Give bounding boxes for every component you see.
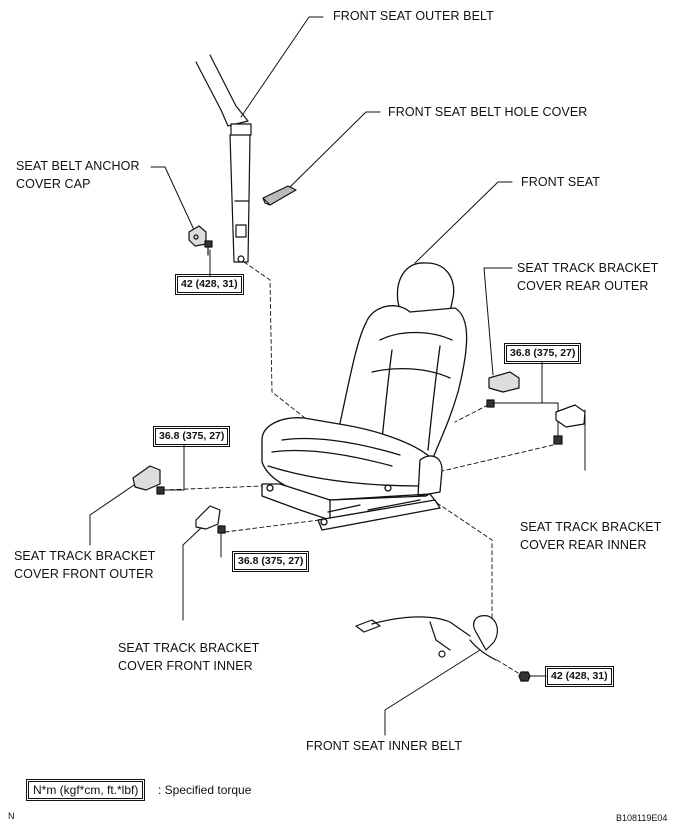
rear-outer-bolt-drawing	[486, 399, 495, 408]
torque-front-outer: 36.8 (375, 27)	[152, 426, 231, 447]
torque-inner-belt: 42 (428, 31)	[545, 666, 614, 687]
front-seat-belt-hole-cover-label: FRONT SEAT BELT HOLE COVER	[388, 105, 588, 119]
rear-outer-cover-drawing	[488, 371, 520, 393]
dashed-lines	[162, 261, 554, 677]
front-inner-label-line2: COVER FRONT INNER	[118, 659, 253, 673]
front-seat-drawing	[261, 262, 468, 531]
figure-id: B108119E04	[616, 813, 668, 823]
front-outer-cover-drawing	[132, 465, 161, 491]
front-seat-outer-belt-label: FRONT SEAT OUTER BELT	[333, 9, 494, 23]
torque-rear-outer: 36.8 (375, 27)	[503, 343, 582, 364]
front-inner-bolt-drawing	[217, 525, 226, 534]
front-outer-label-line1: SEAT TRACK BRACKET	[14, 549, 156, 563]
legend-text: : Specified torque	[158, 783, 252, 797]
rear-inner-cover-drawing	[555, 404, 586, 428]
rear-outer-label-line2: COVER REAR OUTER	[517, 279, 649, 293]
rear-inner-bolt-drawing	[553, 435, 563, 445]
front-seat-label: FRONT SEAT	[521, 175, 601, 189]
front-outer-bolt-drawing	[156, 486, 165, 495]
seat-belt-anchor-cover-cap-label-line2: COVER CAP	[16, 177, 91, 191]
front-outer-label-line2: COVER FRONT OUTER	[14, 567, 154, 581]
rear-inner-label-line2: COVER REAR INNER	[520, 538, 647, 552]
rear-outer-label-line1: SEAT TRACK BRACKET	[517, 261, 659, 275]
inner-belt-drawing	[355, 615, 498, 661]
torque-anchor: 42 (428, 31)	[175, 274, 244, 295]
anchor-bolt-drawing	[204, 240, 213, 256]
belt-hole-cover-drawing	[262, 185, 297, 206]
leader-lines	[89, 16, 586, 736]
anchor-cover-cap-drawing	[188, 225, 207, 247]
torque-front-inner: 36.8 (375, 27)	[231, 551, 310, 572]
outer-belt-drawing	[195, 54, 252, 263]
rear-inner-label-line1: SEAT TRACK BRACKET	[520, 520, 662, 534]
footer-left-mark: N	[8, 811, 15, 821]
front-seat-inner-belt-label: FRONT SEAT INNER BELT	[306, 739, 463, 753]
inner-belt-nut-drawing	[518, 671, 531, 682]
front-inner-label-line1: SEAT TRACK BRACKET	[118, 641, 260, 655]
legend-unit-box: N*m (kgf*cm, ft.*lbf)	[25, 779, 146, 801]
seat-belt-anchor-cover-cap-label-line1: SEAT BELT ANCHOR	[16, 159, 140, 173]
front-inner-cover-drawing	[195, 505, 221, 530]
